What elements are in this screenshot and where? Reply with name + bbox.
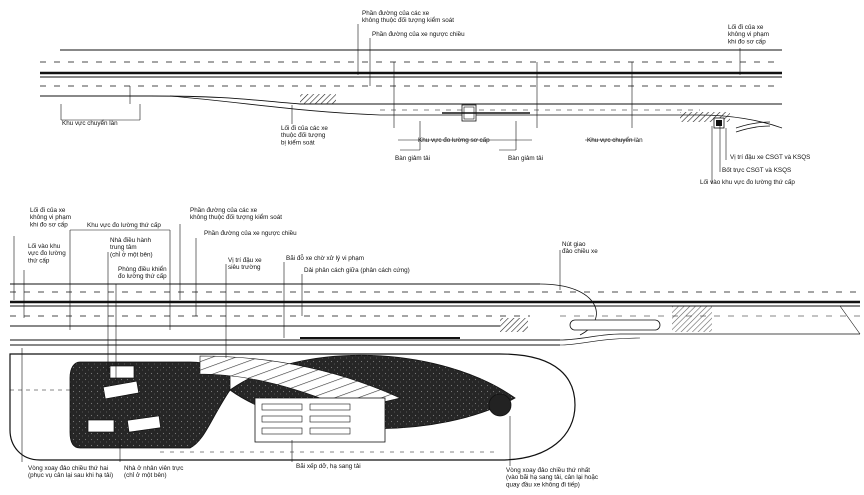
label-opposite-lane: Phần đường của xe ngược chiều bbox=[372, 29, 465, 38]
label-weigh-pad-right: Bàn giảm tải bbox=[508, 155, 543, 162]
bottom-leader-lines bbox=[13, 224, 561, 466]
label-second-turnaround: Vòng xoay đảo chiều thứ hai(phục vụ cân … bbox=[28, 463, 113, 479]
label-transition-zone-right: Khu vực chuyển làn bbox=[587, 136, 643, 144]
bottom-road bbox=[10, 283, 861, 346]
label-staff-house: Nhà ở nhân viên trực(chỉ ở một bên) bbox=[124, 464, 183, 479]
label-first-turnaround: Vòng xoay đảo chiều thứ nhất(vào bãi hạ … bbox=[506, 465, 598, 488]
label-opposite-lane-bottom: Phần đường của xe ngược chiều bbox=[204, 228, 297, 237]
label-median-divider: Dải phân cách giữa (phân cách cứng) bbox=[304, 267, 410, 274]
label-unloading-yard: Bãi xếp dỡ, hạ sang tải bbox=[296, 461, 361, 470]
top-road bbox=[40, 49, 783, 133]
label-police-parking: Vị trí đậu xe CSGT và KSQS bbox=[730, 154, 810, 161]
label-primary-measurement-zone: Khu vực đo lường sơ cấp bbox=[418, 135, 490, 144]
secondary-inspection-complex bbox=[9, 337, 576, 461]
label-weigh-pad-left: Bàn giảm tải bbox=[395, 155, 430, 162]
label-police-post: Bốt trực CSGT và KSQS bbox=[722, 165, 791, 174]
label-transition-zone-left: Khu vực chuyển làn bbox=[62, 119, 118, 127]
label-entrance-secondary: Lối vào khu vực đo lường thứ cấp bbox=[700, 177, 795, 186]
label-secondary-measurement-zone: Khu vực đo lường thứ cấp bbox=[87, 220, 161, 229]
top-leader-lines bbox=[60, 24, 741, 184]
label-violation-parking: Bãi đỗ xe chờ xử lý vi phạm bbox=[286, 253, 364, 262]
